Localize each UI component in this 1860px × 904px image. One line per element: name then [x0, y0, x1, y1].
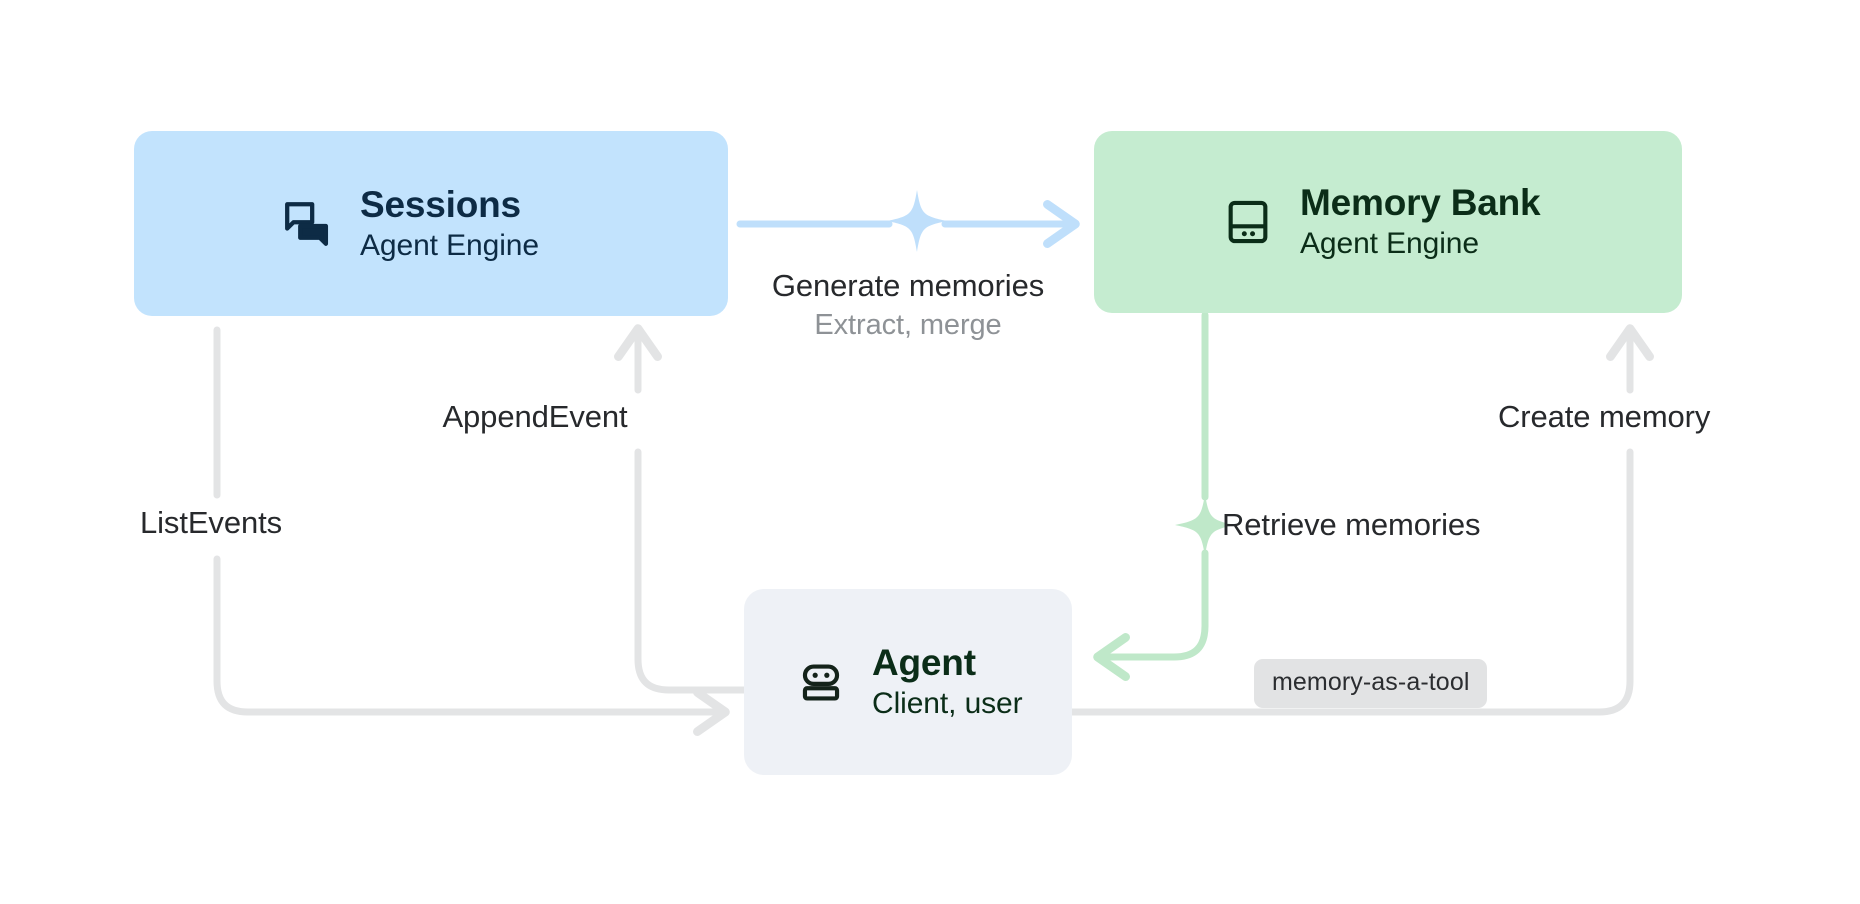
node-memory-bank-subtitle: Agent Engine — [1300, 227, 1479, 261]
node-memory-bank[interactable]: Memory Bank Agent Engine — [1094, 131, 1682, 313]
node-agent-subtitle: Client, user — [872, 687, 1023, 721]
forum-icon — [280, 197, 334, 251]
node-agent-title: Agent — [872, 642, 976, 684]
edge-label-generate-memories-main: Generate memories — [771, 268, 1045, 303]
edge-label-append-event-main: AppendEvent — [442, 399, 628, 434]
edge-label-generate-memories: Generate memories Extract, merge — [772, 268, 1044, 342]
edge-label-list-events-main: ListEvents — [140, 505, 283, 540]
sparkle-icon — [887, 190, 947, 252]
node-memory-bank-title: Memory Bank — [1300, 182, 1541, 224]
edge-label-create-memory: Create memory — [1498, 399, 1710, 435]
edge-append-event — [638, 330, 748, 694]
edge-label-retrieve-memories: Retrieve memories — [1222, 507, 1481, 543]
edge-generate-memories — [736, 190, 1074, 252]
robot-icon — [796, 657, 846, 707]
edge-label-list-events: ListEvents — [140, 505, 282, 541]
sparkle-icon — [1175, 494, 1235, 556]
node-sessions-title: Sessions — [360, 183, 521, 225]
edge-list-events — [213, 326, 724, 712]
node-sessions-subtitle: Agent Engine — [360, 228, 539, 262]
edge-label-append-event: AppendEvent — [442, 399, 627, 435]
badge-memory-as-a-tool: memory-as-a-tool — [1254, 659, 1488, 708]
edge-retrieve-memories — [1099, 311, 1235, 657]
node-agent[interactable]: Agent Client, user — [744, 589, 1072, 775]
edge-label-create-memory-main: Create memory — [1498, 399, 1711, 434]
node-sessions[interactable]: Sessions Agent Engine — [134, 131, 728, 316]
edge-create-memory — [1068, 330, 1630, 716]
edge-label-retrieve-memories-main: Retrieve memories — [1222, 507, 1481, 542]
edge-label-generate-memories-sub: Extract, merge — [814, 309, 1002, 341]
database-icon — [1222, 196, 1274, 248]
